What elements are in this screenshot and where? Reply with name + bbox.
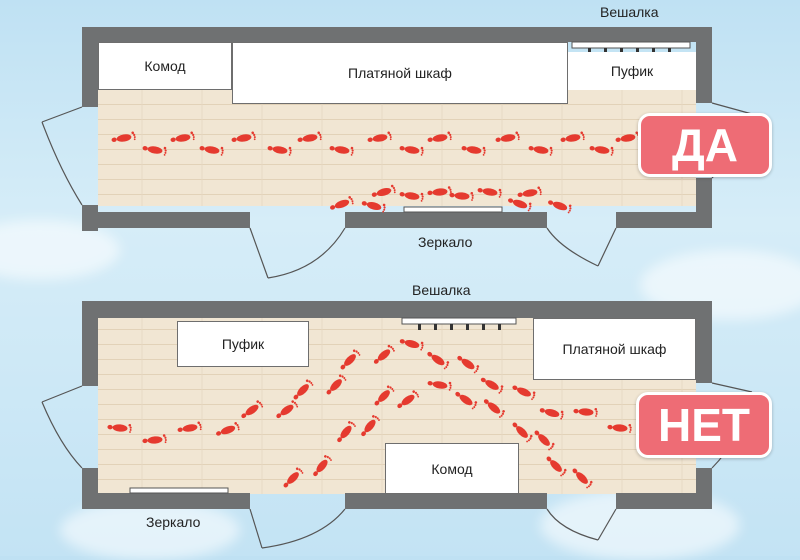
right-wall-lower bbox=[696, 178, 712, 228]
right-wall bbox=[696, 27, 712, 103]
wardrobe: Платяной шкаф bbox=[232, 42, 568, 104]
top-plan bbox=[41, 27, 753, 279]
bottom-wall-left bbox=[82, 493, 250, 509]
top-wall bbox=[82, 301, 712, 318]
top-wall bbox=[82, 27, 712, 42]
verdict-no-badge: НЕТ bbox=[636, 392, 772, 458]
wardrobe: Платяной шкаф bbox=[533, 318, 696, 380]
hanger-hook-icon bbox=[588, 48, 671, 54]
left-wall bbox=[82, 301, 98, 386]
mirror-label: Зеркало bbox=[418, 234, 473, 250]
hanger-hook-icon bbox=[418, 324, 501, 330]
mirror-shape bbox=[403, 206, 503, 213]
mirror-shape bbox=[129, 487, 229, 494]
dresser: Комод bbox=[385, 443, 519, 494]
left-wall bbox=[82, 27, 98, 107]
ottoman: Пуфик bbox=[177, 321, 309, 367]
bottom-wall-right bbox=[616, 212, 712, 228]
bottom-wall-left bbox=[82, 212, 250, 228]
ottoman: Пуфик bbox=[568, 52, 696, 90]
verdict-yes-badge: ДА bbox=[638, 113, 772, 177]
mirror-label: Зеркало bbox=[146, 514, 201, 530]
cloud bbox=[60, 500, 240, 560]
bottom-wall-middle bbox=[345, 212, 547, 228]
door-swing-icon bbox=[41, 382, 753, 549]
bottom-wall-right bbox=[616, 493, 712, 509]
hanger-label: Вешалка bbox=[412, 282, 471, 298]
right-wall-lower bbox=[696, 468, 712, 508]
hanger-label: Вешалка bbox=[600, 4, 659, 20]
dresser: Комод bbox=[98, 42, 232, 90]
bottom-wall-middle bbox=[345, 493, 547, 509]
right-wall bbox=[696, 301, 712, 383]
hanger-rail bbox=[401, 317, 517, 325]
hanger-rail bbox=[571, 41, 691, 49]
